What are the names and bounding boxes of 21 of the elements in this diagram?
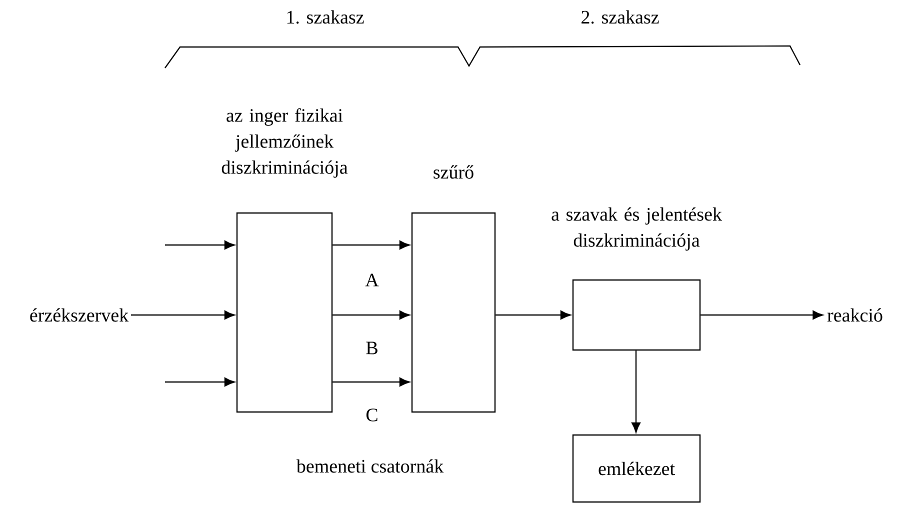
text-label: érzékszervek <box>30 308 129 322</box>
arrow <box>165 378 235 386</box>
edge-label: B <box>366 342 378 354</box>
box-heading: szűrő <box>434 165 474 179</box>
arrow <box>332 240 410 250</box>
stage-label: 2. szakasz <box>582 10 659 24</box>
arrow <box>165 240 235 250</box>
arrow <box>632 350 640 433</box>
arrow <box>332 378 410 386</box>
text-label: reakció <box>827 308 882 322</box>
arrow <box>700 310 824 320</box>
arrow <box>332 310 410 320</box>
edge-label: C <box>366 408 378 422</box>
caption-label: bemeneti csatornák <box>296 459 444 473</box>
arrow <box>130 310 235 320</box>
box-heading: az inger fizikai jellemzőinek diszkriminációja <box>222 108 348 178</box>
box-heading: a szavak és jelentések diszkriminációja <box>552 207 722 251</box>
edge-label: A <box>365 274 379 286</box>
process-box: emlékezet <box>572 434 701 503</box>
stage-label: 1. szakasz <box>287 10 364 24</box>
arrow <box>496 310 571 320</box>
